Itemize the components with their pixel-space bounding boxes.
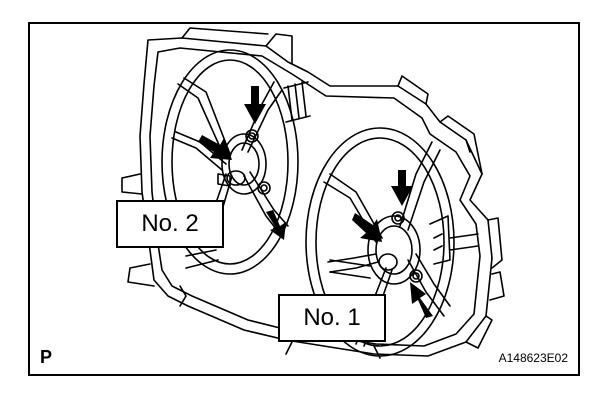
- bolt-arrow-icon: [391, 170, 413, 206]
- bolt-arrow-icon: [198, 135, 232, 160]
- fan-no1-label: No. 1: [278, 294, 386, 342]
- bolt-arrow-icon: [410, 282, 433, 318]
- fan-no2-motor: [221, 133, 267, 195]
- fan-no1-motor: [367, 215, 421, 285]
- figure-id: A148623E02: [498, 351, 568, 365]
- bolt-arrow-icon: [266, 210, 286, 240]
- shroud-outline: [139, 37, 493, 357]
- fan-no1-ring: [305, 127, 455, 357]
- bolt-arrow-icon: [244, 86, 266, 124]
- illustration-frame: No. 2 No. 1 P A148623E02: [28, 22, 580, 376]
- page-mark: P: [40, 347, 53, 367]
- fan-no2-ring: [161, 49, 299, 275]
- fan-no2-label: No. 2: [116, 200, 224, 248]
- shroud-inner-edge: [149, 47, 481, 347]
- bolt-arrow-icon: [352, 213, 382, 242]
